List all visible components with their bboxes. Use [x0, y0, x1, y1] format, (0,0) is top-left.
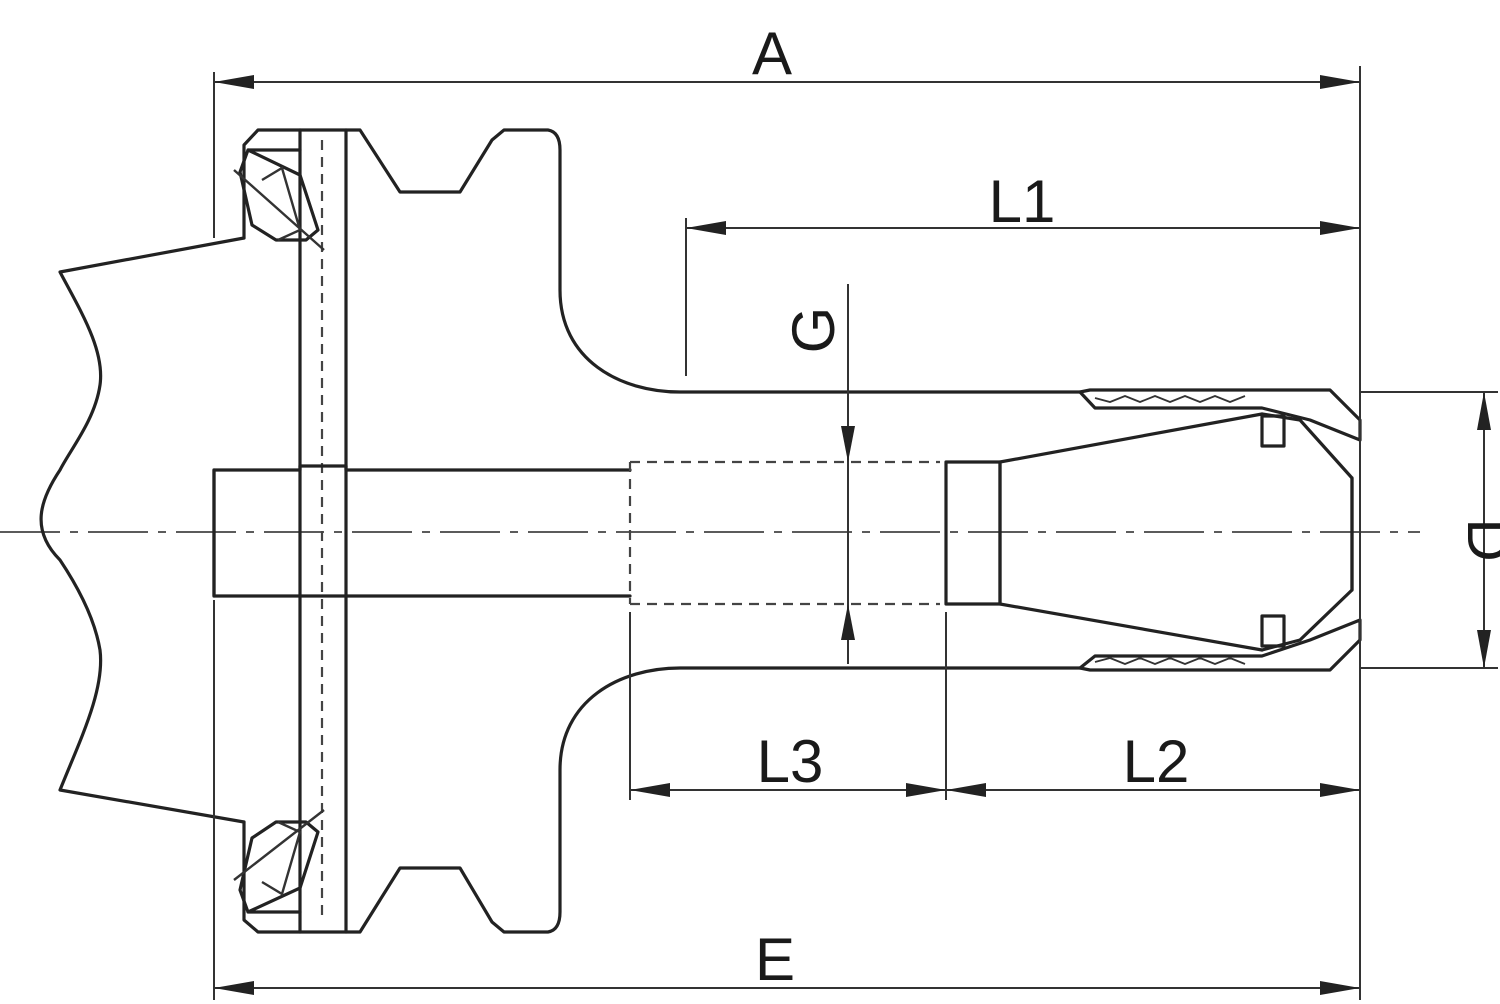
- drive-key-top-inner: [261, 166, 302, 242]
- flange-body-bottom: [242, 666, 1082, 934]
- spindle-break-outline: [39, 236, 246, 824]
- arrow-head: [906, 783, 946, 797]
- collet-nut-thread: [1094, 657, 1246, 665]
- arrow-head: [1320, 783, 1360, 797]
- arrow-head: [686, 221, 726, 235]
- collet-ring-top: [1260, 414, 1286, 448]
- drive-key-top: [238, 148, 320, 242]
- arrow-head: [1320, 75, 1360, 89]
- arrow-head: [214, 75, 254, 89]
- arrow-head: [214, 981, 254, 995]
- arrow-head: [1320, 221, 1360, 235]
- label-E: E: [755, 926, 795, 993]
- label-G: G: [780, 307, 847, 354]
- arrow-head: [946, 783, 986, 797]
- central-bore: [212, 464, 632, 598]
- drive-key-bottom: [238, 820, 320, 914]
- collet-seat: [944, 460, 1002, 606]
- bore-step: [298, 464, 348, 598]
- arrow-head: [1477, 392, 1491, 430]
- arrow-head: [630, 783, 670, 797]
- collet-nut-thread: [1094, 395, 1246, 403]
- arrow-head: [1320, 981, 1360, 995]
- label-A: A: [752, 20, 792, 87]
- label-L2: L2: [1123, 728, 1190, 795]
- label-L3: L3: [757, 728, 824, 795]
- label-L1: L1: [989, 168, 1056, 235]
- drive-key-line: [233, 809, 325, 881]
- drive-key-bottom-inner: [261, 820, 302, 896]
- arrow-head: [841, 426, 855, 462]
- flange-body-top: [242, 128, 1082, 394]
- label-D: D: [1455, 518, 1500, 561]
- arrow-head: [841, 604, 855, 640]
- drive-key-line: [233, 169, 325, 251]
- arrow-head: [1477, 630, 1491, 668]
- collet-ring-bottom: [1260, 614, 1286, 648]
- collet-cone: [998, 412, 1264, 652]
